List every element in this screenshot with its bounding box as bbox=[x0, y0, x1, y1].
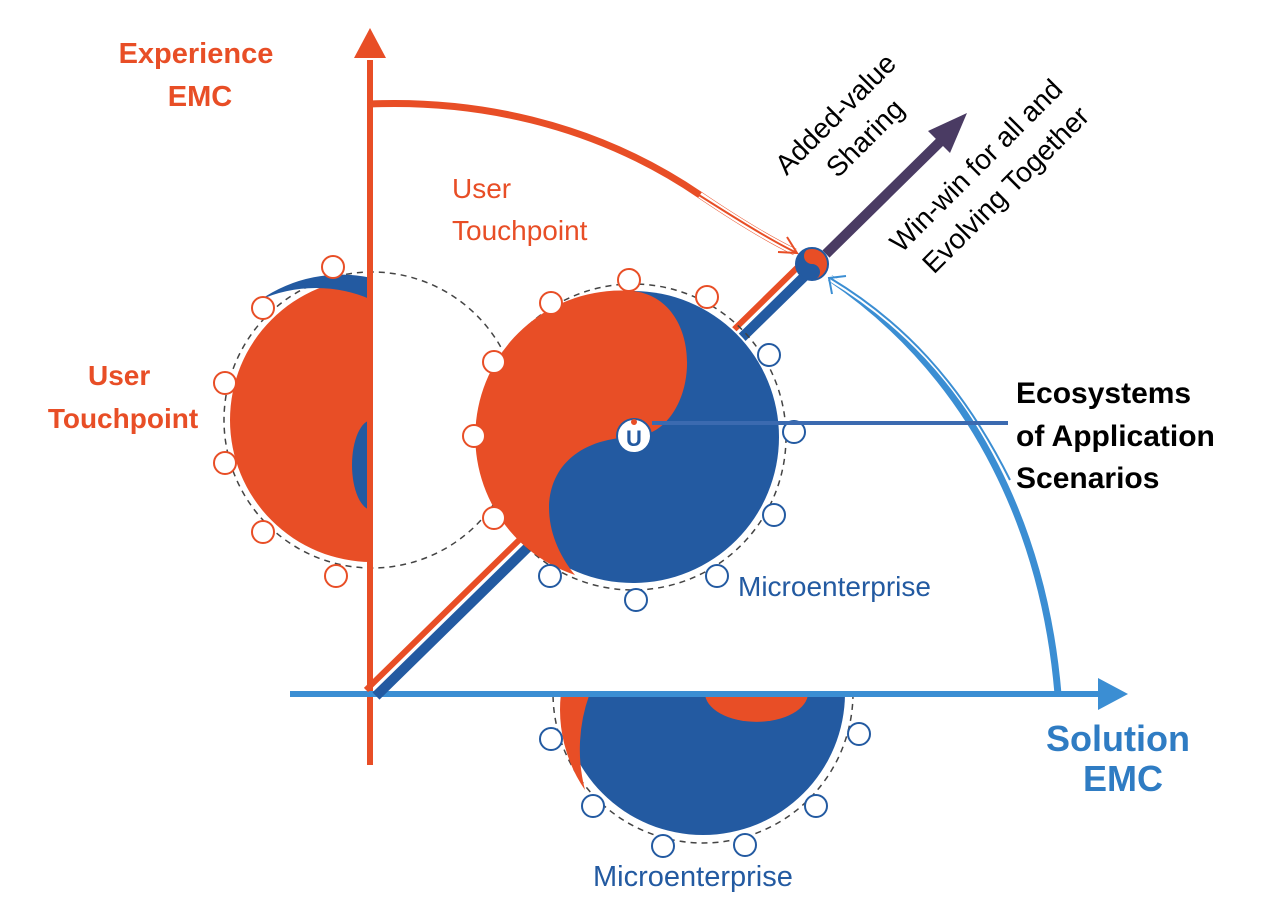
bottom-yinyang-dashed-ring bbox=[552, 695, 854, 844]
experience-axis-arrowhead bbox=[354, 28, 386, 58]
user-touchpoint-inner-label: User Touchpoint bbox=[452, 173, 588, 246]
user-touchpoint-left-label: User Touchpoint bbox=[48, 360, 198, 434]
microenterprise-center-label: Microenterprise bbox=[738, 571, 931, 602]
left-yinyang bbox=[213, 255, 521, 588]
experience-emc-line-1: Experience bbox=[119, 38, 274, 70]
win-win-label: Win-win for all and Evolving Together bbox=[884, 68, 1101, 285]
central-yinyang-orange bbox=[475, 290, 688, 575]
added-value-label: Added-value Sharing bbox=[769, 42, 934, 207]
central-yinyang: U bbox=[462, 268, 1008, 612]
experience-emc-label: Experience EMC bbox=[119, 38, 282, 113]
experience-axis bbox=[354, 28, 386, 765]
center-u-logo: U bbox=[616, 418, 652, 454]
ecosystems-line-3: Scenarios bbox=[1016, 462, 1159, 495]
solution-curve-arrow bbox=[827, 275, 1062, 695]
center-u-logo-letter: U bbox=[626, 426, 642, 451]
ecosystems-line-2: of Application bbox=[1016, 420, 1215, 453]
user-touchpoint-left-line-1: User bbox=[88, 360, 150, 391]
user-touchpoint-inner-line-2: Touchpoint bbox=[452, 215, 588, 246]
solution-axis-arrowhead bbox=[1098, 678, 1128, 710]
ecosystems-label: Ecosystems of Application Scenarios bbox=[1016, 377, 1223, 495]
left-yinyang-node-circles bbox=[213, 255, 348, 588]
solution-axis bbox=[290, 678, 1128, 710]
solution-emc-line-2: EMC bbox=[1083, 758, 1163, 799]
left-yinyang-body bbox=[230, 278, 370, 562]
central-yinyang-node-circles bbox=[462, 268, 806, 612]
solution-emc-line-1: Solution bbox=[1046, 718, 1190, 759]
winwin-arrowhead bbox=[928, 113, 967, 153]
bottom-yinyang-node-circles bbox=[539, 722, 871, 858]
solution-emc-label: Solution EMC bbox=[1046, 718, 1200, 799]
experience-curve-arrow bbox=[369, 100, 799, 256]
user-touchpoint-inner-line-1: User bbox=[452, 173, 511, 204]
meeting-point-yinyang bbox=[795, 247, 829, 281]
user-touchpoint-left-line-2: Touchpoint bbox=[48, 403, 198, 434]
experience-emc-line-2: EMC bbox=[168, 81, 233, 113]
bottom-yinyang-body bbox=[561, 695, 845, 835]
bottom-yinyang bbox=[539, 695, 871, 858]
microenterprise-bottom-label: Microenterprise bbox=[593, 861, 793, 893]
ecosystems-line-1: Ecosystems bbox=[1016, 377, 1191, 410]
